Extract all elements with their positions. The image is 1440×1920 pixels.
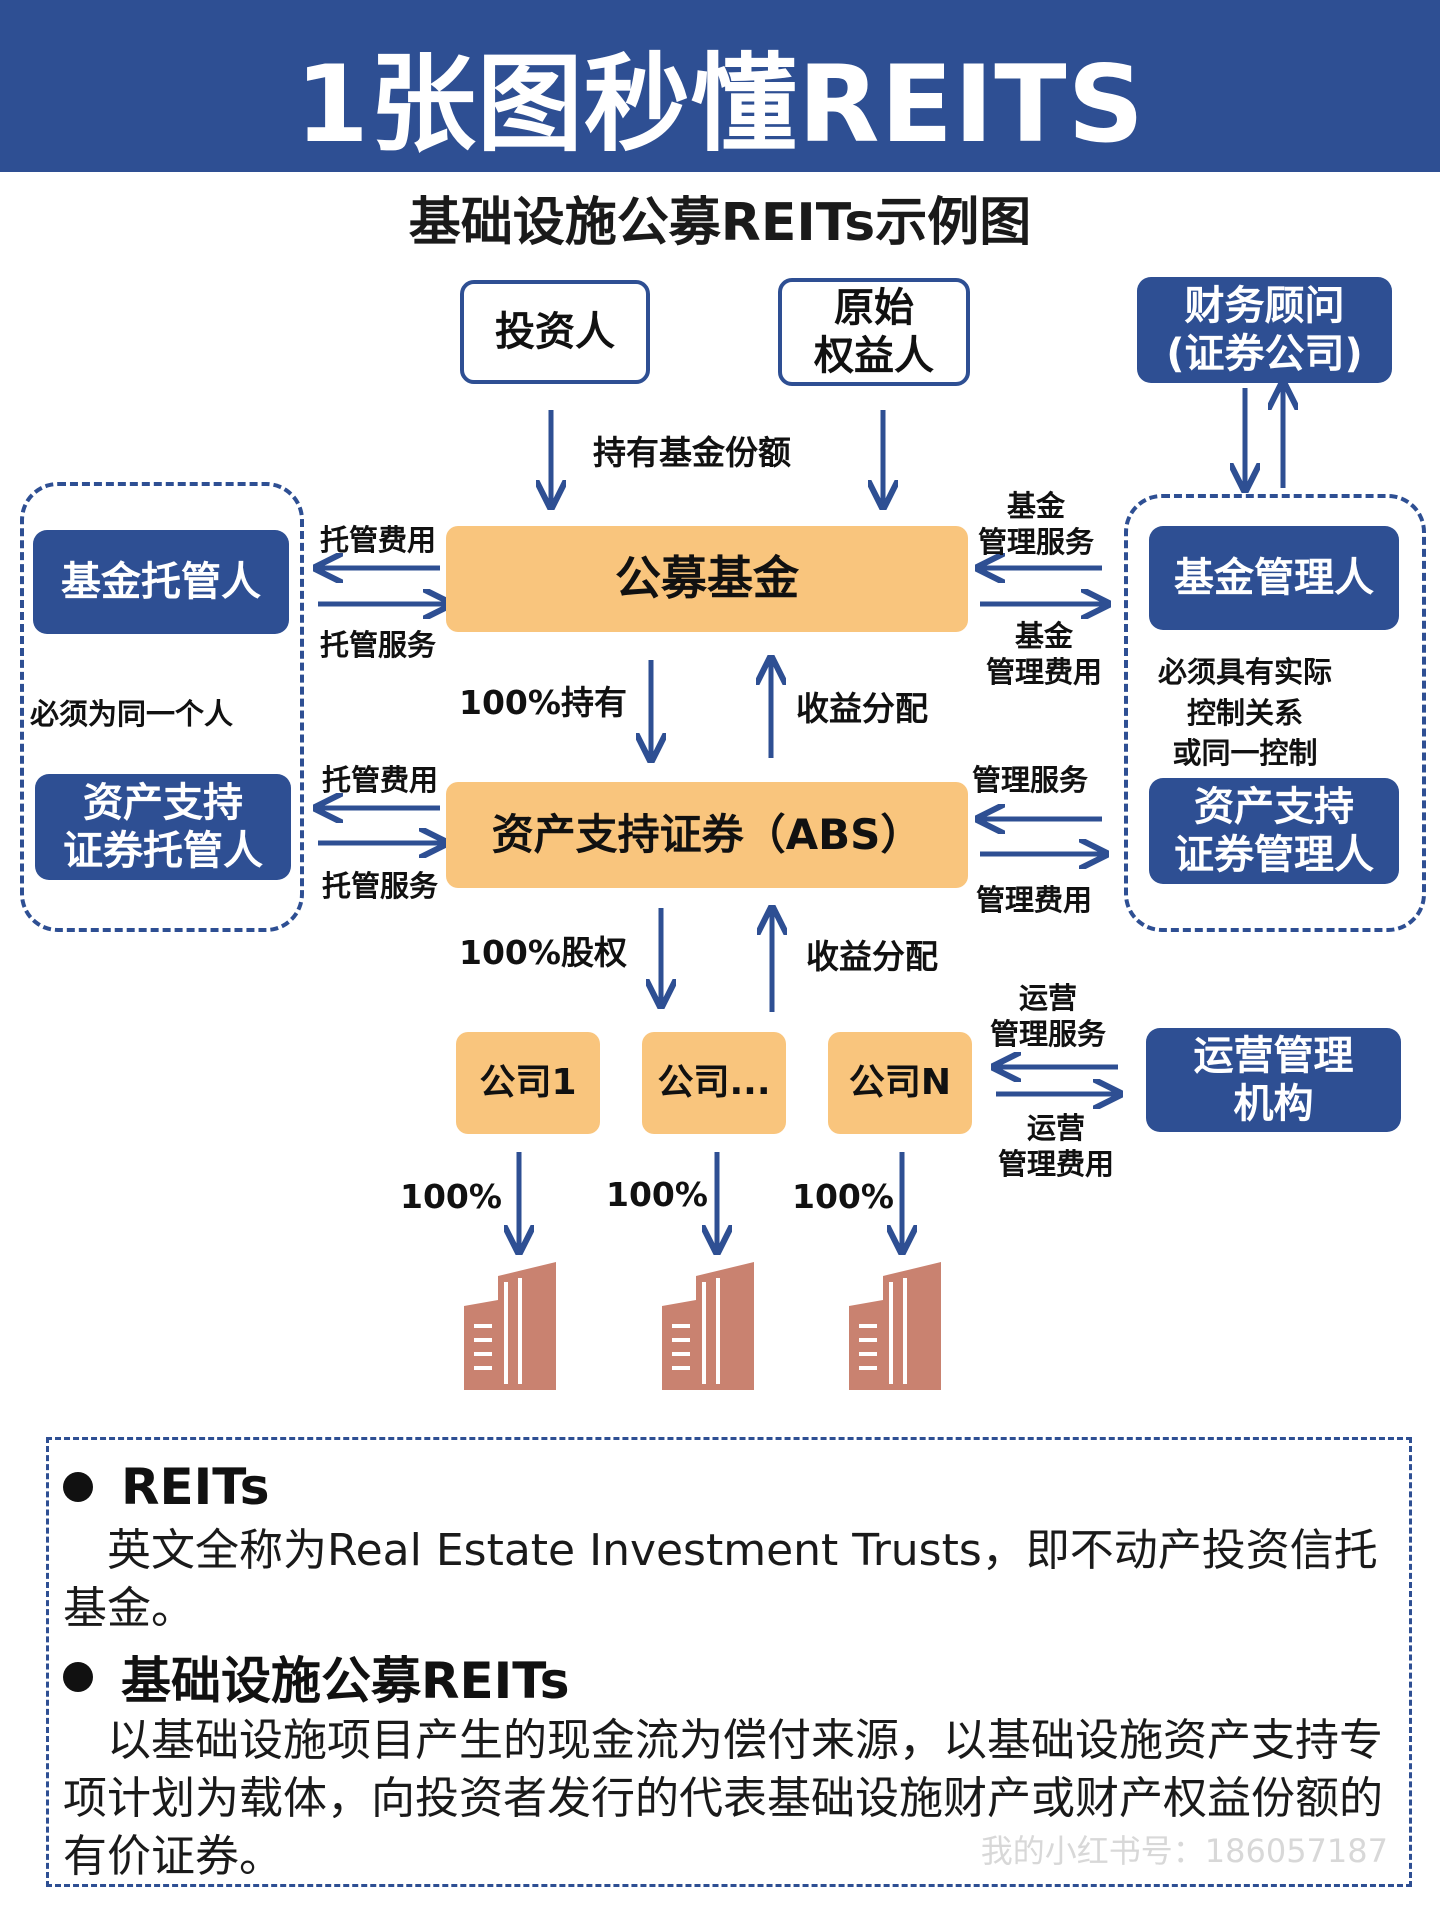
ops-mgmt-service-label: 运营 管理服务 bbox=[990, 981, 1107, 1052]
fund-custodian-box: 基金托管人 bbox=[33, 530, 289, 634]
bullet-icon bbox=[63, 1662, 93, 1692]
page-title: 1张图秒懂REITS bbox=[295, 43, 1145, 166]
income-distribution-label: 收益分配 bbox=[806, 937, 938, 976]
building-icon bbox=[849, 1262, 941, 1390]
abs-custodian-box: 资产支持 证券托管人 bbox=[35, 774, 291, 880]
equity-100-label: 100%股权 bbox=[459, 933, 627, 972]
header-banner: 1张图秒懂REITS bbox=[0, 0, 1440, 172]
fund-mgmt-fee-label: 基金 管理费用 bbox=[986, 619, 1103, 690]
ownership-pct-label: 100% bbox=[606, 1175, 708, 1214]
custody-fee-label: 托管费用 bbox=[322, 763, 439, 797]
infra-reits-heading: 基础设施公募REITs bbox=[63, 1644, 1389, 1710]
income-distribution-label: 收益分配 bbox=[796, 689, 928, 728]
ownership-pct-label: 100% bbox=[400, 1177, 502, 1216]
reits-definition: 英文全称为Real Estate Investment Trusts，即不动产投… bbox=[63, 1525, 1378, 1634]
hold-100-label: 100%持有 bbox=[459, 683, 627, 722]
abs-manager-box: 资产支持 证券管理人 bbox=[1149, 778, 1399, 884]
diagram-title: 基础设施公募REITs示例图 bbox=[408, 193, 1032, 253]
financial-advisor-box: 财务顾问 (证券公司) bbox=[1137, 277, 1392, 383]
company-n-box: 公司N bbox=[828, 1032, 972, 1134]
definitions-panel: REITs 英文全称为Real Estate Investment Trusts… bbox=[46, 1437, 1412, 1887]
ops-mgmt-fee-label: 运营 管理费用 bbox=[998, 1111, 1115, 1182]
infra-reits-definition: 以基础设施项目产生的现金流为偿付来源，以基础设施资产支持专项计划为载体，向投资者… bbox=[63, 1715, 1383, 1882]
investor-box: 投资人 bbox=[460, 280, 650, 384]
mgmt-service-label: 管理服务 bbox=[972, 763, 1089, 797]
custody-service-label: 托管服务 bbox=[320, 628, 437, 662]
abs-box: 资产支持证券（ABS） bbox=[446, 782, 968, 888]
operator-box: 运营管理 机构 bbox=[1146, 1028, 1401, 1132]
company-1-box: 公司1 bbox=[456, 1032, 600, 1134]
reits-heading: REITs bbox=[63, 1454, 1389, 1520]
bullet-icon bbox=[63, 1472, 93, 1502]
flow-arrows bbox=[0, 0, 1440, 1420]
watermark-text: 我的小红书号：186057187 bbox=[980, 1832, 1388, 1870]
actual-control-note: 必须具有实际 控制关系 或同一控制 bbox=[1158, 655, 1333, 771]
custody-service-label: 托管服务 bbox=[322, 869, 439, 903]
building-icon bbox=[662, 1262, 754, 1390]
fund-mgmt-service-label: 基金 管理服务 bbox=[978, 489, 1095, 560]
custodian-group-frame bbox=[20, 482, 304, 932]
custody-fee-label: 托管费用 bbox=[320, 523, 437, 557]
ownership-pct-label: 100% bbox=[792, 1177, 894, 1216]
mgmt-fee-label: 管理费用 bbox=[976, 883, 1093, 917]
building-icon bbox=[464, 1262, 556, 1390]
original-owner-box: 原始 权益人 bbox=[778, 278, 970, 386]
company-mid-box: 公司... bbox=[642, 1032, 786, 1134]
public-fund-box: 公募基金 bbox=[446, 526, 968, 632]
fund-manager-box: 基金管理人 bbox=[1149, 526, 1399, 630]
manager-group-frame bbox=[1124, 494, 1426, 932]
same-person-note: 必须为同一个人 bbox=[30, 697, 234, 731]
hold-fund-shares-label: 持有基金份额 bbox=[593, 433, 791, 472]
